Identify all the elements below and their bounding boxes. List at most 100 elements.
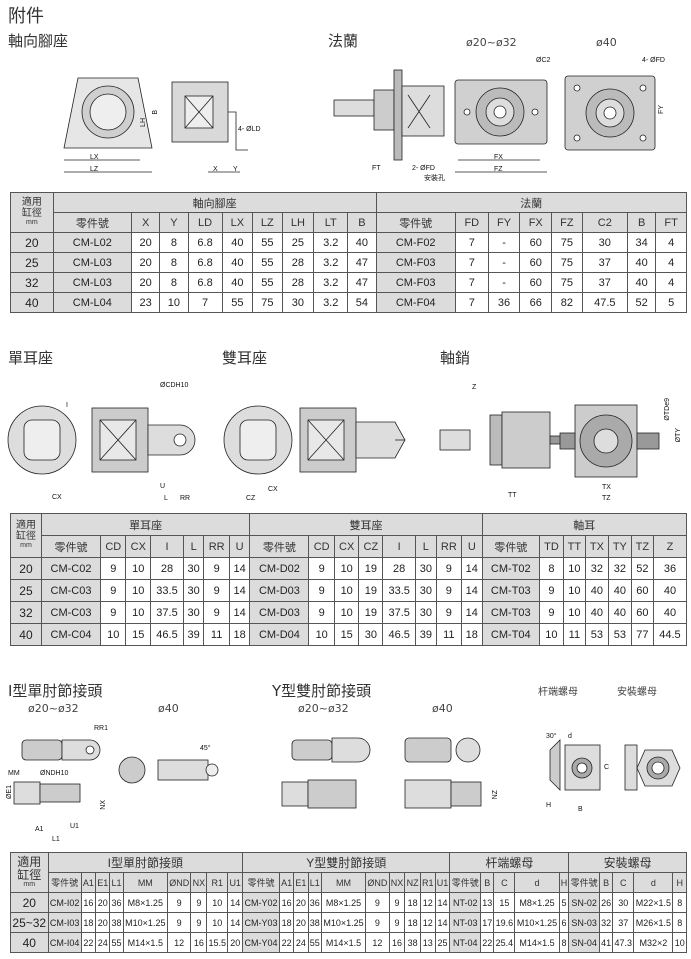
part-number-cell: CM-I02 xyxy=(47,892,82,913)
part-number-cell: CM-Y03 xyxy=(242,912,280,933)
value-cell: 40 xyxy=(626,272,657,293)
dim-u1: U1 xyxy=(70,823,79,830)
dim-b: B xyxy=(152,110,159,115)
dim-a1: A1 xyxy=(35,826,44,833)
i-joint-drawing xyxy=(13,739,219,805)
value-cell: 9 xyxy=(388,892,406,913)
column-header: B xyxy=(480,872,495,893)
part-number-cell: CM-L02 xyxy=(52,232,132,253)
value-cell: 10 xyxy=(562,579,586,602)
value-cell: M32×2 xyxy=(633,932,674,953)
value-cell: 75 xyxy=(252,292,283,313)
value-cell: 60 xyxy=(630,579,654,602)
part-number-cell: CM-C04 xyxy=(40,623,102,646)
value-cell: 28 xyxy=(382,557,417,580)
group-header: 軸向腳座 xyxy=(52,192,377,213)
column-header: MM xyxy=(320,872,367,893)
value-cell: M10×1.25 xyxy=(514,912,560,933)
value-cell: 10 xyxy=(125,579,152,602)
value-cell: 10 xyxy=(125,557,152,580)
dim-nz: NZ xyxy=(492,790,499,800)
value-cell: 13 xyxy=(480,892,495,913)
bore-cell: 20 xyxy=(10,232,54,253)
value-cell: 14 xyxy=(461,579,483,602)
dim-30: 30° xyxy=(546,733,557,740)
part-number-cell: CM-Y02 xyxy=(242,892,280,913)
value-cell: 60 xyxy=(630,601,654,624)
value-cell: 10 xyxy=(159,292,189,313)
value-cell: 24 xyxy=(95,932,111,953)
value-cell: 28 xyxy=(281,252,315,273)
value-cell: 38 xyxy=(109,912,124,933)
value-cell: M8×1.25 xyxy=(122,892,168,913)
part-number-cell: CM-F04 xyxy=(375,292,456,313)
value-cell: 10 xyxy=(206,912,229,933)
value-cell: 20 xyxy=(95,912,111,933)
bore-cell: 25~32 xyxy=(10,912,49,933)
column-header: U1 xyxy=(434,872,451,893)
value-cell: 9 xyxy=(539,601,564,624)
column-header: ØND xyxy=(166,872,192,893)
dim-ld: 4- ØLD xyxy=(238,126,261,133)
mount-nut-drawing xyxy=(624,744,681,791)
value-cell: 22 xyxy=(480,932,495,953)
value-cell: 10 xyxy=(100,623,127,646)
mount-hole-label: 安裝孔 xyxy=(424,175,445,182)
value-cell: 14 xyxy=(228,579,251,602)
column-header: LT xyxy=(313,212,349,233)
dim-nx: NX xyxy=(100,800,107,810)
value-cell: 8 xyxy=(159,252,189,273)
column-header: E1 xyxy=(95,872,111,893)
value-cell: 7 xyxy=(187,292,223,313)
value-cell: 10 xyxy=(672,932,687,953)
dim-cd: ØCDH10 xyxy=(160,382,189,389)
dim-tx: TX xyxy=(602,484,611,491)
value-cell: 20 xyxy=(227,932,244,953)
part-number-cell: CM-D02 xyxy=(249,557,310,580)
value-cell: 30 xyxy=(281,292,315,313)
part-number-cell: SN-02 xyxy=(568,892,601,913)
heading-flange: 法蘭 xyxy=(328,32,359,50)
value-cell: 9 xyxy=(166,912,192,933)
value-cell: 33.5 xyxy=(382,579,417,602)
axial-foot-side-drawing xyxy=(171,81,248,173)
value-cell: 8 xyxy=(558,932,570,953)
value-cell: 41 xyxy=(599,932,614,953)
value-cell: 33.5 xyxy=(150,579,184,602)
value-cell: 3.2 xyxy=(313,272,349,293)
value-cell: M14×1.5 xyxy=(122,932,168,953)
value-cell: 15 xyxy=(493,892,516,913)
value-cell: M26×1.5 xyxy=(633,912,674,933)
value-cell: 9 xyxy=(539,579,564,602)
column-header: FZ xyxy=(551,212,583,233)
value-cell: 17 xyxy=(480,912,495,933)
column-header: TX xyxy=(584,535,609,558)
value-cell: 75 xyxy=(551,252,583,273)
column-header: A1 xyxy=(278,872,295,893)
part-number-cell: CM-L04 xyxy=(52,292,132,313)
bore-cell: 40 xyxy=(10,932,49,953)
group-header: 雙耳座 xyxy=(249,513,483,536)
value-cell: 20 xyxy=(293,912,309,933)
y-large-label: ø40 xyxy=(432,702,453,715)
value-cell: 52 xyxy=(626,292,657,313)
column-header: CD xyxy=(100,535,127,558)
part-number-cell: CM-C03 xyxy=(40,601,102,624)
value-cell: 11 xyxy=(203,623,230,646)
heading-y-joint: Y型雙肘節接頭 xyxy=(272,682,372,700)
dim-cx: CX xyxy=(52,494,62,501)
part-number-cell: CM-D04 xyxy=(249,623,310,646)
part-number-cell: CM-Y04 xyxy=(242,932,280,953)
value-cell: 7 xyxy=(454,252,489,273)
value-cell: 19 xyxy=(358,557,384,580)
heading-trunnion: 軸銷 xyxy=(440,349,471,367)
value-cell: 53 xyxy=(607,623,632,646)
value-cell: 8 xyxy=(159,272,189,293)
rod-nut-drawing xyxy=(549,739,601,791)
value-cell: 10 xyxy=(308,623,335,646)
dim-fz: FZ xyxy=(494,166,503,173)
